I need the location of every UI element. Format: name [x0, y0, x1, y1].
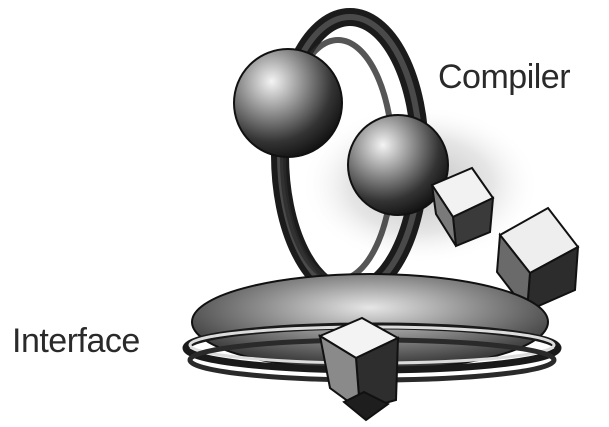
sphere-icon [234, 49, 342, 157]
interface-label: Interface [12, 322, 140, 361]
sphere-icon [348, 115, 448, 215]
compiler-label: Compiler [438, 58, 570, 97]
cube-icon [320, 318, 398, 420]
